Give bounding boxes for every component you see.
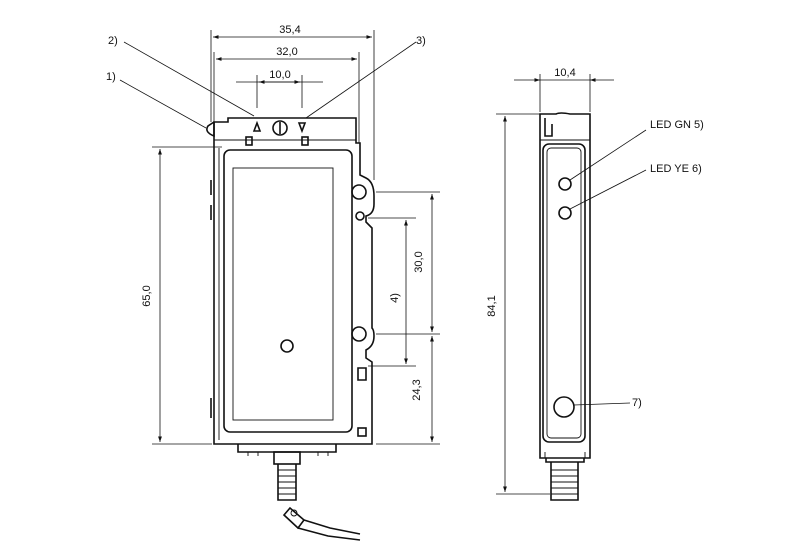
side-lens: [553, 396, 575, 418]
mounting-hole-top: [351, 184, 367, 200]
leader-led-green: [569, 129, 647, 181]
led-yellow-label: LED YE 6): [650, 163, 702, 175]
callout-2-label: 2): [108, 35, 118, 47]
leader-2: [123, 41, 255, 117]
connector-thread: [278, 469, 296, 495]
triangle-down-icon: [297, 122, 307, 134]
connector-nut: [273, 451, 301, 465]
led-green-label: LED GN 5): [650, 119, 704, 131]
dim-width-outer-label: 35,4: [279, 24, 300, 36]
side-front-strip: [542, 143, 586, 443]
potentiometer-circle: [272, 120, 288, 136]
side-front-strip-inner: [546, 147, 582, 439]
dim-length-label: 84,1: [486, 295, 498, 316]
front-view: 35,4 32,0 10,0 65,0 30,0 4) 24,3 1): [106, 24, 440, 541]
right-clip: [357, 367, 367, 381]
cable-plug: [282, 506, 306, 530]
dim-height-label: 65,0: [141, 285, 153, 306]
front-housing-outline: [213, 117, 375, 445]
front-window: [232, 167, 334, 421]
cable-wire: [297, 519, 361, 541]
dim-width-inner-label: 32,0: [276, 46, 297, 58]
leader-led-yellow: [569, 169, 647, 210]
dim-depth-label: 10,4: [554, 67, 575, 79]
side-base: [545, 458, 585, 463]
side-connector: [550, 462, 579, 501]
callout-3-label: 3): [416, 35, 426, 47]
top-square-right: [301, 136, 309, 146]
front-lens-circle: [280, 339, 294, 353]
dim-bottom-label: 24,3: [411, 379, 423, 400]
front-inner-frame: [223, 149, 353, 433]
front-cap-left: [206, 121, 215, 138]
leader-7: [573, 402, 631, 406]
led-yellow: [558, 206, 572, 220]
side-view: 10,4 84,1 LED GN 5) LED YE 6) 7): [486, 67, 704, 501]
leader-1: [119, 79, 207, 129]
dim-hole-spacing-label: 30,0: [413, 251, 425, 272]
dim-width-center-label: 10,0: [269, 69, 290, 81]
callout-7-label: 7): [632, 397, 642, 409]
callout-1-label: 1): [106, 71, 116, 83]
leader-3: [305, 41, 417, 119]
bottom-base: [237, 444, 337, 453]
led-green: [558, 177, 572, 191]
side-connector-thread: [551, 469, 578, 495]
mounting-small-hole: [355, 211, 365, 221]
mounting-hole-middle: [351, 326, 367, 342]
side-base-marks: [544, 452, 586, 458]
base-teeth: [247, 452, 329, 456]
callout-4-label: 4): [389, 293, 401, 303]
top-square-left: [245, 136, 253, 146]
plug-cap: [290, 509, 298, 517]
side-housing-outline: [539, 112, 591, 459]
side-top-clip: [544, 118, 553, 137]
triangle-up-icon: [252, 120, 262, 132]
bottom-right-square: [357, 427, 367, 437]
